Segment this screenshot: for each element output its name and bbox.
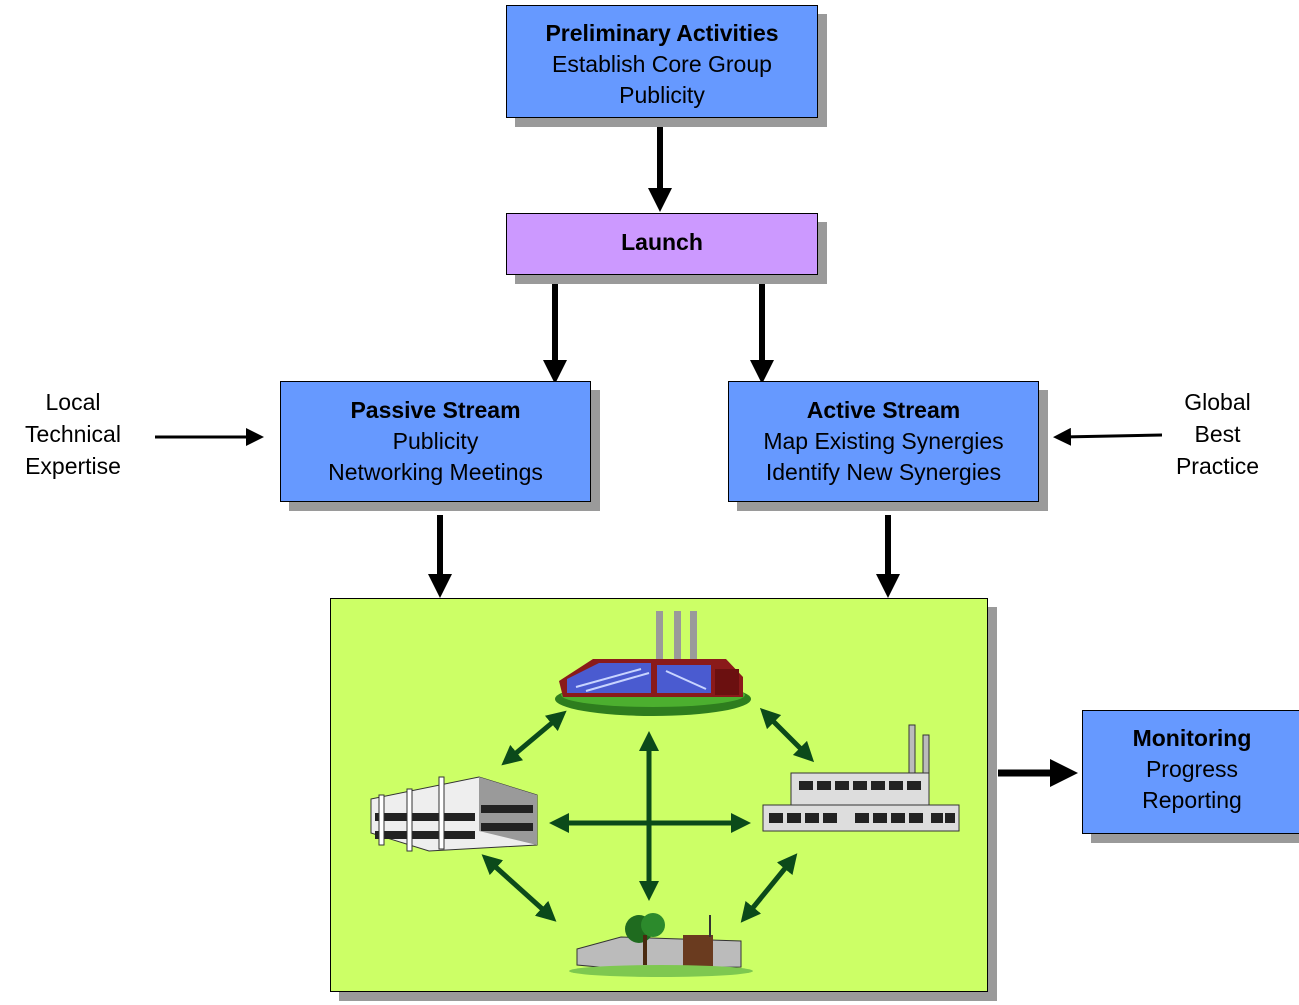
arrow-top-right [759, 707, 815, 763]
office-building-icon [370, 776, 538, 852]
active-line-2: Identify New Synergies [765, 459, 1002, 485]
arrow-global-to-active [1053, 427, 1163, 446]
preliminary-title: Preliminary Activities [545, 20, 779, 46]
factory-icon [762, 724, 960, 832]
preliminary-line-2: Publicity [619, 82, 705, 108]
power-plant-icon [555, 611, 751, 716]
passive-line-1: Publicity [392, 428, 479, 454]
active-stream-box: Active Stream Map Existing Synergies Ide… [728, 381, 1039, 502]
global-line-3: Practice [1175, 453, 1260, 479]
passive-stream-box: Passive Stream Publicity Networking Meet… [280, 381, 591, 502]
passive-title: Passive Stream [350, 397, 521, 423]
synergy-network-panel [330, 598, 988, 992]
local-line-1: Local [45, 389, 101, 415]
active-line-1: Map Existing Synergies [763, 428, 1004, 454]
active-title: Active Stream [806, 397, 961, 423]
network-illustration [370, 611, 960, 977]
synergy-arrows [481, 707, 815, 923]
global-practice-label: Global Best Practice [1160, 386, 1275, 482]
monitoring-line-1: Progress [1145, 756, 1239, 782]
preliminary-line-1: Establish Core Group [552, 51, 772, 77]
local-line-2: Technical [25, 421, 121, 447]
preliminary-activities-box: Preliminary Activities Establish Core Gr… [506, 5, 818, 118]
global-line-2: Best [1194, 421, 1241, 447]
global-line-1: Global [1184, 389, 1251, 415]
local-expertise-label: Local Technical Expertise [8, 386, 138, 482]
arrow-bottom-left [481, 854, 557, 922]
arrow-bottom-right [740, 853, 798, 923]
campus-building-icon [569, 913, 753, 977]
monitoring-box: Monitoring Progress Reporting [1082, 710, 1299, 834]
launch-title: Launch [621, 229, 703, 255]
passive-line-2: Networking Meetings [328, 459, 543, 485]
monitoring-title: Monitoring [1132, 725, 1252, 751]
local-line-3: Expertise [25, 453, 121, 479]
launch-box: Launch [506, 213, 818, 275]
arrow-top-left [501, 710, 567, 766]
monitoring-line-2: Reporting [1142, 787, 1242, 813]
